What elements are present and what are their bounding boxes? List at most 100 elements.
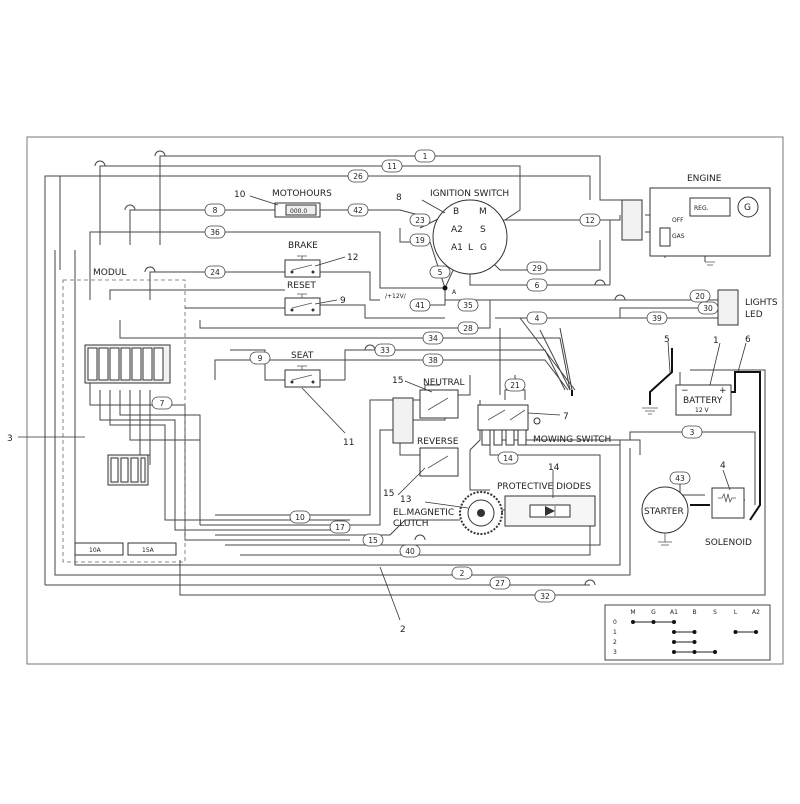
callout-2: 2	[400, 625, 406, 635]
wire-number: 27	[495, 579, 505, 588]
truth-table-row-label: 3	[613, 649, 617, 656]
truth-table-dot	[713, 650, 717, 654]
modul-label: MODUL	[93, 268, 126, 278]
ignition-terminal-l: L	[468, 243, 473, 253]
ignition-switch-label: IGNITION SWITCH	[430, 189, 509, 199]
wire-tag-33: 33	[374, 343, 396, 357]
ignition-terminal-a1: A1	[451, 243, 463, 253]
wire-number: 11	[387, 162, 397, 171]
truth-table-dot	[754, 630, 758, 634]
callout-15-neutral: 15	[392, 376, 403, 386]
wire-number: 21	[510, 381, 520, 390]
ignition-terminal-m: M	[479, 207, 487, 217]
clutch-label-2: CLUTCH	[393, 519, 428, 529]
truth-table-col-b: B	[692, 609, 696, 616]
truth-table-dot	[672, 650, 676, 654]
callout-14: 14	[548, 463, 560, 473]
callout-6: 6	[745, 335, 751, 345]
lights-led: LIGHTS LED	[717, 289, 778, 326]
callout-10: 10	[234, 190, 246, 200]
wire-number: 36	[210, 228, 220, 237]
solenoid: SOLENOID	[705, 487, 752, 548]
wire-number: 43	[675, 474, 685, 483]
clutch-label-1: EL.MAGNETIC	[393, 508, 454, 518]
wire-number: 8	[213, 206, 218, 215]
node-a-label: A	[452, 289, 457, 296]
wire-tag-23: 23	[409, 213, 431, 227]
wire-number: 32	[540, 592, 550, 601]
wire-tag-14: 14	[497, 451, 519, 465]
wire-number: 29	[532, 264, 542, 273]
wire-tag-32: 32	[534, 589, 556, 603]
wire-tag-35: 35	[457, 298, 479, 312]
modul-box: MODUL 10A 15A	[62, 268, 186, 563]
callout-1: 1	[713, 336, 719, 346]
battery-label: BATTERY	[683, 396, 723, 406]
wire-tag-27: 27	[489, 576, 511, 590]
truth-table-dot	[672, 630, 676, 634]
wire-tag-10: 10	[289, 510, 311, 524]
wire-number: 20	[695, 292, 705, 301]
wire-tag-15: 15	[362, 533, 384, 547]
battery-plus-label: +	[719, 386, 727, 396]
wire-tag-20: 20	[689, 289, 711, 303]
brake-switch: BRAKE	[284, 241, 321, 278]
motohours-label: MOTOHOURS	[272, 189, 332, 199]
wire-tag-9: 9	[249, 351, 271, 365]
wire-number: 26	[353, 172, 363, 181]
wire-number: 24	[210, 268, 220, 277]
wire-tag-21: 21	[504, 378, 526, 392]
reverse-switch: REVERSE	[417, 437, 459, 477]
truth-table-row-label: 0	[613, 619, 617, 626]
el-magnetic-clutch: EL.MAGNETIC CLUTCH	[393, 491, 503, 535]
wire-tag-17: 17	[329, 520, 351, 534]
truth-table-col-a1: A1	[670, 609, 678, 616]
wire-tag-30: 30	[697, 301, 719, 315]
wire-tag-8: 8	[204, 203, 226, 217]
truth-table-col-g: G	[651, 609, 656, 616]
wire-number: 17	[335, 523, 345, 532]
wire-number: 10	[295, 513, 305, 522]
callout-5: 5	[664, 335, 670, 345]
callout-11: 11	[343, 438, 354, 448]
wire-number: 15	[368, 536, 378, 545]
wire-number: 35	[463, 301, 473, 310]
callout-12: 12	[347, 253, 358, 263]
wire-tag-19: 19	[409, 233, 431, 247]
truth-table-row-label: 1	[613, 629, 617, 636]
wire-tag-41: 41	[409, 298, 431, 312]
wire-tag-38: 38	[422, 353, 444, 367]
wire-number: 34	[428, 334, 438, 343]
wire-tag-34: 34	[422, 331, 444, 345]
wire-tag-5: 5	[429, 265, 451, 279]
callout-13: 13	[400, 495, 411, 505]
callout-8: 8	[396, 193, 402, 203]
engine-label: ENGINE	[687, 174, 722, 184]
battery-voltage-label: 12 V	[695, 407, 710, 414]
battery: BATTERY 12 V − +	[642, 384, 732, 416]
truth-table-dot	[631, 620, 635, 624]
truth-table-col-m: M	[630, 609, 635, 616]
wire-number: 9	[258, 354, 263, 363]
wire-tag-4: 4	[526, 311, 548, 325]
wire-number: 28	[463, 324, 473, 333]
protective-diodes: PROTECTIVE DIODES	[497, 482, 596, 527]
fuse-15a-label: 15A	[142, 547, 155, 554]
starter-label: STARTER	[644, 507, 684, 517]
wire-number: 7	[160, 399, 165, 408]
wire-number: 19	[415, 236, 425, 245]
truth-table-dot	[692, 640, 697, 644]
wire-tag-11: 11	[381, 159, 403, 173]
wire-tag-26: 26	[347, 169, 369, 183]
truth-table-row-label: 2	[613, 639, 617, 646]
ignition-terminal-b: B	[453, 207, 459, 217]
truth-table-dot	[692, 650, 697, 654]
wire-number: 40	[405, 547, 415, 556]
wire-tag-2: 2	[451, 566, 473, 580]
wire-number: 2	[460, 569, 465, 578]
wire-tag-24: 24	[204, 265, 226, 279]
